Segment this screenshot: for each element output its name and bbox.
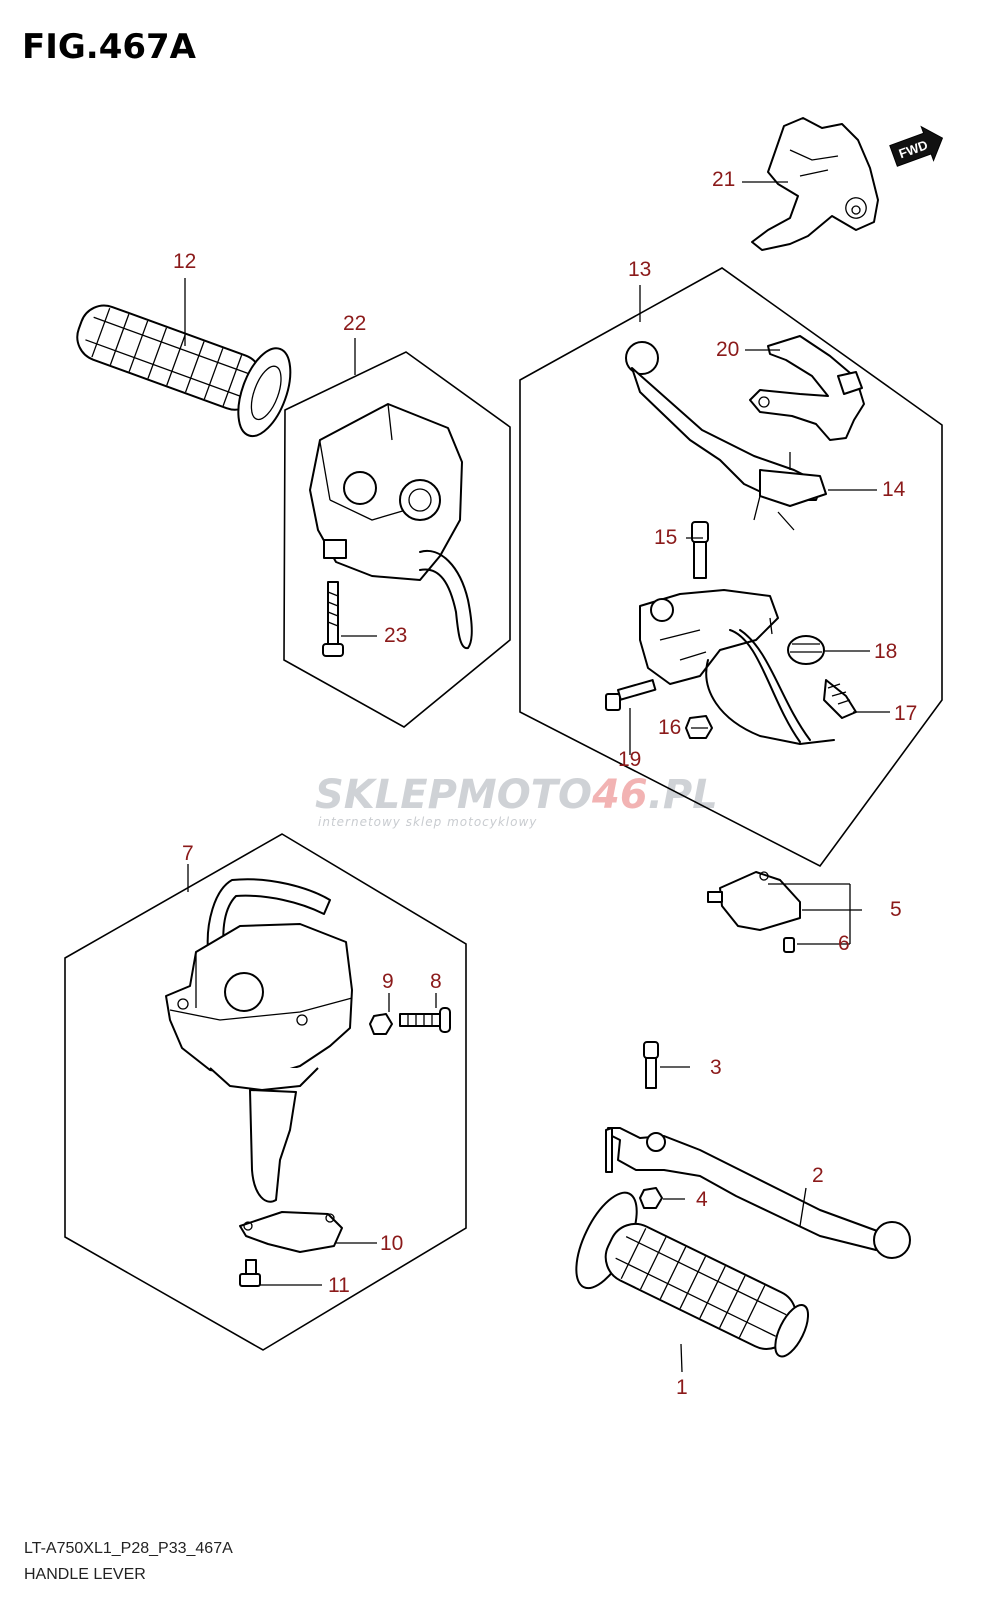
callout-12: 12 xyxy=(173,250,196,273)
callout-5: 5 xyxy=(890,898,902,921)
leader-lines xyxy=(184,181,890,1373)
callout-23: 23 xyxy=(384,624,407,647)
frame-switch-assembly-22 xyxy=(283,351,511,728)
callout-15: 15 xyxy=(654,526,677,549)
svg-text:SKLEPMOTO46.PL: SKLEPMOTO46.PL xyxy=(315,772,718,818)
callout-2: 2 xyxy=(812,1164,824,1187)
callout-7: 7 xyxy=(182,842,194,865)
callout-20: 20 xyxy=(716,338,739,361)
screw-part-23 xyxy=(322,581,344,657)
callout-18: 18 xyxy=(874,640,897,663)
brake-switch-part-5 xyxy=(707,871,801,931)
callout-11: 11 xyxy=(328,1274,350,1297)
cap-part-18 xyxy=(787,635,825,665)
brake-lever-part-14 xyxy=(625,341,827,531)
pivot-bolt-part-15 xyxy=(691,521,709,579)
callout-6: 6 xyxy=(838,932,850,955)
callout-8: 8 xyxy=(430,970,442,993)
throttle-case-part-7 xyxy=(165,878,353,1203)
nut-part-4 xyxy=(639,1187,663,1209)
nut-part-16 xyxy=(685,715,713,739)
model-code: LT-A750XL1_P28_P33_467A xyxy=(24,1540,233,1557)
frame-brake-lever-assembly-13 xyxy=(519,267,943,868)
master-cylinder xyxy=(639,589,835,745)
callout-17: 17 xyxy=(894,702,917,725)
watermark-brand-2: 46 xyxy=(591,772,648,818)
callouts: 12 22 13 21 20 14 15 18 17 16 19 23 5 6 … xyxy=(173,168,917,1399)
callout-16: 16 xyxy=(658,716,681,739)
screw-part-8 xyxy=(399,1007,451,1033)
watermark-brand-1: SKLEPMOTO xyxy=(315,772,592,818)
callout-13: 13 xyxy=(628,258,651,281)
watermark-tagline: internetowy sklep motocyklowy xyxy=(318,815,537,829)
handlebar-switch-part-22 xyxy=(309,403,473,650)
figure-caption: HANDLE LEVER xyxy=(24,1566,146,1583)
screw-part-11 xyxy=(239,1259,261,1287)
callout-21: 21 xyxy=(712,168,735,191)
watermark: SKLEPMOTO46.PL internetowy sklep motocyk… xyxy=(315,772,718,829)
callout-9: 9 xyxy=(382,970,394,993)
callout-1: 1 xyxy=(676,1376,688,1399)
grip-right-part-1 xyxy=(575,1191,810,1358)
frame-throttle-case-7 xyxy=(64,833,467,1351)
plate-part-10 xyxy=(239,1211,343,1253)
bolt-part-19 xyxy=(605,679,657,711)
figure-title: FIG.467A xyxy=(22,27,197,67)
callout-19: 19 xyxy=(618,748,641,771)
callout-22: 22 xyxy=(343,312,366,335)
callout-10: 10 xyxy=(380,1232,403,1255)
bracket-part-20 xyxy=(749,335,865,441)
grip-left-part-12 xyxy=(76,304,292,438)
bolt-part-3 xyxy=(643,1041,659,1089)
screw-part-6 xyxy=(783,937,795,953)
fwd-arrow-icon: FWD xyxy=(889,125,944,167)
callout-3: 3 xyxy=(710,1056,722,1079)
callout-14: 14 xyxy=(882,478,906,501)
adjuster-part-17 xyxy=(823,679,857,719)
callout-4: 4 xyxy=(696,1188,708,1211)
lever-guard-part-21 xyxy=(751,117,879,251)
nut-part-9 xyxy=(369,1013,393,1035)
clutch-lever-part-2 xyxy=(605,1127,911,1259)
